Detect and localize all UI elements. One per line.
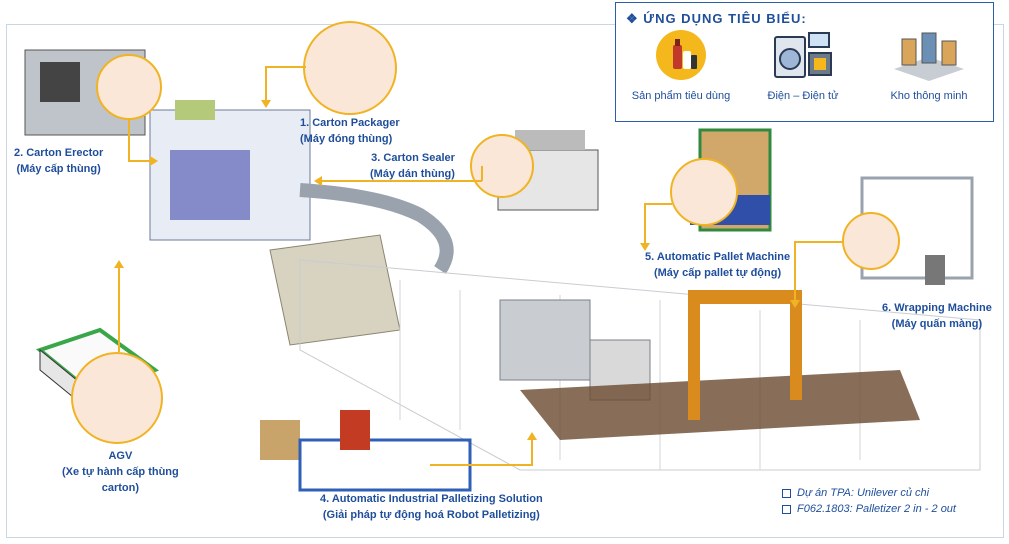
pallet-machine-circle	[670, 158, 738, 226]
packager-circle	[303, 21, 397, 115]
arrow-right-icon	[150, 156, 158, 166]
sealer-connector-v	[481, 166, 483, 181]
consumer-products-icon	[656, 30, 706, 80]
label-palletizing-solution: 4. Automatic Industrial Palletizing Solu…	[320, 493, 543, 521]
pallet-connector	[644, 203, 646, 243]
project-notes: Dự án TPA: Unilever củ chi F062.1803: Pa…	[782, 485, 956, 517]
checkbox-icon	[782, 488, 791, 498]
erector-connector-h	[128, 160, 152, 162]
arrow-down-icon	[261, 100, 271, 108]
diagram-frame	[6, 24, 1004, 538]
checkbox-icon	[782, 504, 791, 514]
arrow-up-icon	[114, 260, 124, 268]
packager-connector-v	[265, 66, 267, 102]
smart-warehouse-icon	[894, 32, 964, 81]
diamond-bullet-icon: ❖	[626, 11, 644, 26]
wrapping-connector-h	[794, 241, 844, 243]
erector-circle	[96, 54, 162, 120]
applications-title: ❖ ỨNG DỤNG TIÊU BIỂU:	[626, 11, 807, 26]
application-consumer-products: Sản phẩm tiêu dùng	[626, 29, 736, 102]
electronics-icon	[774, 32, 832, 78]
applications-panel: ❖ ỨNG DỤNG TIÊU BIỂU: Sản phẩm tiêu dùng…	[615, 2, 994, 122]
sealer-connector	[320, 180, 482, 182]
sealer-circle	[470, 134, 534, 198]
label-carton-packager: 1. Carton Packager(Máy đóng thùng)	[300, 117, 400, 145]
packager-connector	[266, 66, 306, 68]
arrow-up-icon	[527, 432, 537, 440]
arrow-down-icon	[790, 300, 800, 308]
wrapping-connector	[794, 241, 796, 301]
arrow-left-icon	[314, 176, 322, 186]
application-smart-warehouse: Kho thông minh	[874, 29, 984, 102]
label-pallet-machine: 5. Automatic Pallet Machine(Máy cấp pall…	[645, 251, 791, 279]
note-item: Dự án TPA: Unilever củ chi	[782, 485, 956, 501]
label-carton-erector: 2. Carton Erector(Máy cấp thùng)	[14, 147, 104, 175]
wrapping-machine-circle	[842, 212, 900, 270]
palletizing-connector-h	[430, 464, 532, 466]
pallet-connector-h	[644, 203, 672, 205]
agv-connector	[118, 268, 120, 352]
note-item: F062.1803: Palletizer 2 in - 2 out	[782, 501, 956, 517]
application-electronics: Điện – Điện tử	[748, 29, 858, 102]
label-wrapping-machine: 6. Wrapping Machine(Máy quấn màng)	[882, 302, 992, 330]
arrow-down-icon	[640, 243, 650, 251]
agv-circle	[71, 352, 163, 444]
label-carton-sealer: 3. Carton Sealer(Máy dán thùng)	[370, 152, 455, 180]
palletizing-connector	[531, 440, 533, 466]
erector-connector	[128, 120, 130, 162]
